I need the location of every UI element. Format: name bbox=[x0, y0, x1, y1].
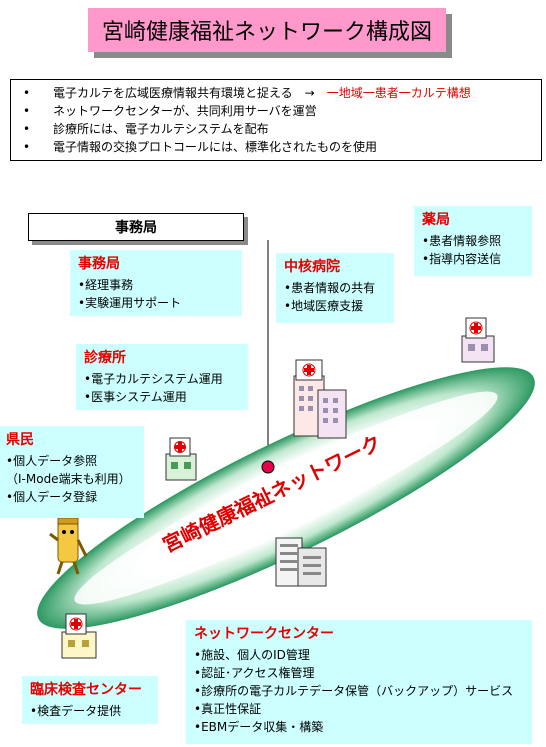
hospital-item: •患者情報の共有 bbox=[284, 281, 376, 295]
summary-highlight: 一地域一患者一カルテ構想 bbox=[326, 86, 471, 100]
lab-item: •検査データ提供 bbox=[30, 704, 122, 718]
summary-item: • 電子カルテを広域医療情報共有環境と捉える → 一地域一患者一カルテ構想 bbox=[11, 84, 541, 102]
hospital-panel: 中核病院 •患者情報の共有 •地域医療支援 bbox=[276, 253, 394, 323]
network-center-item: •診療所の電子カルテデータ保管（バックアップ）サービス bbox=[194, 684, 514, 698]
bullet-marker: • bbox=[23, 140, 31, 154]
clinic-item: •電子カルテシステム運用 bbox=[84, 372, 223, 386]
summary-text: 電子情報の交換プロトコールには、標準化されたものを使用 bbox=[53, 140, 378, 154]
diagram-title-text: 宮崎健康福祉ネットワーク構成図 bbox=[101, 20, 432, 45]
bullet-marker: • bbox=[23, 86, 31, 100]
diagram-title: 宮崎健康福祉ネットワーク構成図 bbox=[88, 8, 446, 52]
connection-node bbox=[261, 460, 275, 474]
summary-box: • 電子カルテを広域医療情報共有環境と捉える → 一地域一患者一カルテ構想 • ネッ… bbox=[10, 79, 542, 161]
pharmacy-building-icon bbox=[461, 317, 495, 363]
hospital-heading: 中核病院 bbox=[284, 259, 340, 275]
summary-item: • 診療所には、電子カルテシステムを配布 bbox=[11, 120, 541, 138]
pharmacy-item: •指導内容送信 bbox=[422, 252, 502, 266]
citizen-item: （I-Mode端末も利用） bbox=[6, 472, 131, 486]
pharmacy-item: •患者情報参照 bbox=[422, 234, 502, 248]
summary-item: • 電子情報の交換プロトコールには、標準化されたものを使用 bbox=[11, 138, 541, 156]
office-label-box: 事務局 bbox=[28, 213, 244, 241]
citizen-item: •個人データ登録 bbox=[6, 490, 98, 504]
bullet-marker: • bbox=[23, 104, 31, 118]
office-item: •実験運用サポート bbox=[78, 296, 182, 310]
network-center-item: •真正性保証 bbox=[194, 702, 262, 716]
network-center-building-icon bbox=[275, 537, 327, 587]
lab-heading: 臨床検査センター bbox=[30, 682, 142, 698]
office-label: 事務局 bbox=[115, 220, 157, 236]
clinic-heading: 診療所 bbox=[84, 350, 126, 366]
summary-text: 診療所には、電子カルテシステムを配布 bbox=[53, 122, 269, 136]
hospital-item: •地域医療支援 bbox=[284, 299, 364, 313]
bullet-marker: • bbox=[23, 122, 31, 136]
citizen-person-icon bbox=[49, 517, 88, 575]
lab-building-icon bbox=[61, 613, 97, 659]
network-center-item: •施設、個人のID管理 bbox=[194, 648, 310, 662]
clinic-panel: 診療所 •電子カルテシステム運用 •医事システム運用 bbox=[76, 344, 248, 410]
pharmacy-panel: 薬局 •患者情報参照 •指導内容送信 bbox=[414, 206, 532, 276]
network-center-item: •EBMデータ収集・構築 bbox=[194, 720, 324, 734]
network-ring bbox=[37, 367, 535, 629]
summary-text: 電子カルテを広域医療情報共有環境と捉える → bbox=[53, 86, 327, 100]
pharmacy-heading: 薬局 bbox=[422, 212, 450, 228]
citizen-heading: 県民 bbox=[6, 432, 34, 448]
citizen-item: •個人データ参照 bbox=[6, 454, 98, 468]
summary-text: ネットワークセンターが、共同利用サーバを運営 bbox=[53, 104, 317, 118]
network-center-panel: ネットワークセンター •施設、個人のID管理 •認証･アクセス権管理 •診療所の… bbox=[186, 620, 532, 744]
summary-item: • ネットワークセンターが、共同利用サーバを運営 bbox=[11, 102, 541, 120]
clinic-item: •医事システム運用 bbox=[84, 390, 187, 404]
office-panel: 事務局 •経理事務 •実験運用サポート bbox=[70, 250, 242, 316]
citizen-house-icon bbox=[165, 437, 197, 481]
office-item: •経理事務 bbox=[78, 278, 134, 292]
lab-panel: 臨床検査センター •検査データ提供 bbox=[22, 676, 158, 724]
network-center-heading: ネットワークセンター bbox=[194, 626, 334, 642]
citizen-panel: 県民 •個人データ参照 （I-Mode端末も利用） •個人データ登録 bbox=[0, 426, 144, 518]
office-heading: 事務局 bbox=[78, 256, 120, 272]
hospital-building-icon bbox=[293, 359, 347, 439]
network-center-item: •認証･アクセス権管理 bbox=[194, 666, 315, 680]
